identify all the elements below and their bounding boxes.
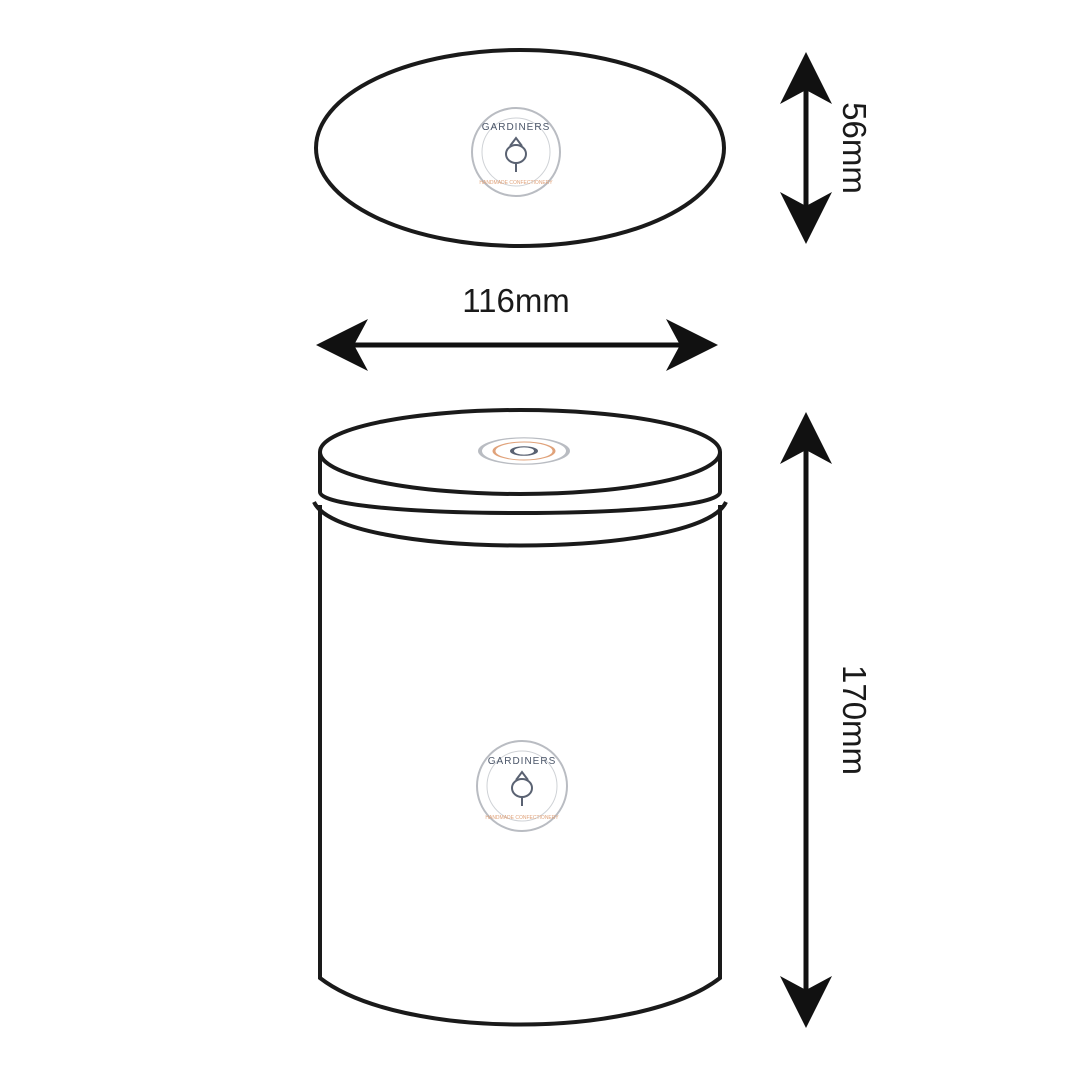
height-label: 170mm: [836, 665, 873, 775]
logo-body-front: GARDINERS HANDMADE CONFECTIONERY: [476, 740, 568, 832]
thistle-icon: [510, 446, 538, 456]
thistle-icon: [511, 770, 533, 806]
logo-lid-top: [478, 437, 570, 465]
logo-inner-ring: [481, 117, 551, 187]
logo-brand-text: GARDINERS: [482, 122, 550, 133]
logo-tagline-text: HANDMADE CONFECTIONERY: [479, 180, 553, 186]
height-dimension: 170mm: [780, 412, 873, 1028]
logo-inner-ring: [486, 750, 558, 822]
logo-ring: [476, 740, 568, 832]
side-view: GARDINERS HANDMADE CONFECTIONERY: [312, 408, 728, 1027]
depth-arrow-head-down: [780, 192, 832, 244]
width-dimension: 116mm: [316, 282, 718, 371]
depth-dimension: 56mm: [780, 52, 873, 244]
height-arrow-head-down: [780, 976, 832, 1028]
lid-band-edge: [312, 500, 728, 548]
logo-tagline-text: HANDMADE CONFECTIONERY: [485, 815, 559, 821]
height-arrow-head-up: [780, 412, 832, 464]
logo-top-view: GARDINERS HANDMADE CONFECTIONERY: [471, 107, 561, 197]
logo-ring: [471, 107, 561, 197]
width-arrow-head-left: [316, 319, 368, 371]
top-view: GARDINERS HANDMADE CONFECTIONERY: [314, 48, 726, 248]
logo-brand-text: GARDINERS: [488, 756, 556, 767]
depth-label: 56mm: [836, 102, 873, 194]
width-label: 116mm: [462, 282, 570, 319]
thistle-icon: [505, 136, 527, 172]
depth-arrow-head-up: [780, 52, 832, 104]
width-arrow-head-right: [666, 319, 718, 371]
